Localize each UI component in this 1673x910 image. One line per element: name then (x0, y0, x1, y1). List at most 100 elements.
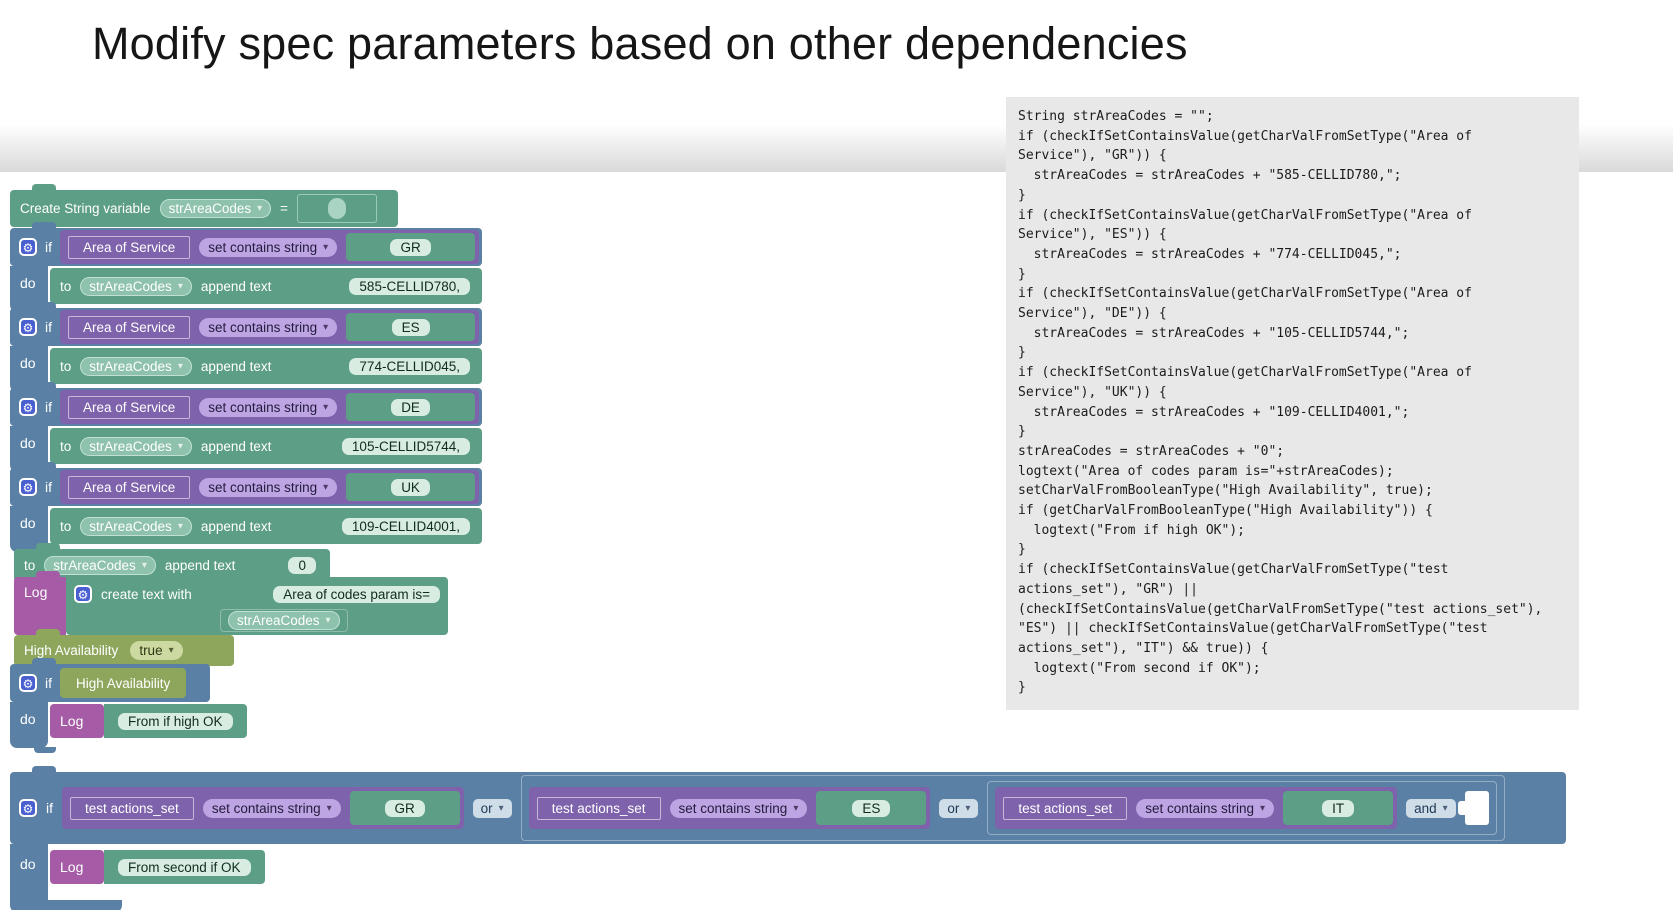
block-set-contains[interactable]: Area of Service set contains string GR (60, 230, 479, 264)
operator-dropdown[interactable]: set contains string (1136, 798, 1275, 818)
log-message-block[interactable]: From if high OK (104, 704, 247, 738)
value-field[interactable]: GR (384, 799, 425, 817)
gear-icon[interactable]: ⚙ (74, 585, 92, 603)
if-label: if (45, 675, 52, 691)
condition-block[interactable]: High Availability (60, 668, 187, 698)
value-shadow-block[interactable]: ES (816, 791, 927, 825)
block-append-text[interactable]: to strAreaCodes append text 105-CELLID57… (50, 428, 482, 464)
if-condition-row[interactable]: ⚙ if Area of Service set contains string… (10, 382, 482, 426)
block-append-text[interactable]: to strAreaCodes append text 109-CELLID40… (50, 508, 482, 544)
operator-dropdown[interactable]: set contains string (199, 397, 338, 417)
value-field[interactable]: GR (390, 238, 431, 256)
to-label: to (60, 518, 72, 534)
block-append-text[interactable]: to strAreaCodes append text 774-CELLID04… (50, 348, 482, 384)
do-label: do (20, 435, 36, 451)
gear-icon[interactable]: ⚙ (19, 318, 37, 336)
value-field[interactable]: ES (852, 799, 891, 817)
do-row: do to strAreaCodes append text 774-CELLI… (10, 346, 482, 397)
variable-dropdown[interactable]: strAreaCodes (159, 199, 272, 218)
create-text-label: create text with (101, 586, 192, 602)
variable-dropdown[interactable]: strAreaCodes (228, 610, 340, 630)
value-shadow-block[interactable]: ES (346, 313, 475, 341)
variable-arg-block[interactable]: strAreaCodes (220, 608, 348, 632)
operator-dropdown[interactable]: set contains string (669, 798, 808, 818)
gear-icon[interactable]: ⚙ (19, 238, 37, 256)
block-create-string-variable[interactable]: Create String variable strAreaCodes = (10, 184, 398, 227)
string-value-socket[interactable] (297, 194, 378, 223)
gear-icon[interactable]: ⚙ (19, 478, 37, 496)
variable-dropdown[interactable]: strAreaCodes (80, 356, 192, 376)
text-field[interactable]: 109-CELLID4001, (341, 517, 470, 535)
create-var-label: Create String variable (20, 201, 151, 216)
log-message-block[interactable]: From second if OK (104, 850, 265, 884)
variable-dropdown[interactable]: strAreaCodes (80, 516, 192, 536)
block-append-zero[interactable]: to strAreaCodes append text 0 (14, 543, 330, 582)
operator-dropdown[interactable]: set contains string (199, 477, 338, 497)
do-label: do (20, 275, 36, 291)
if-condition-row[interactable]: ⚙ if Area of Service set contains string… (10, 222, 482, 266)
text-field[interactable]: 105-CELLID5744, (341, 437, 470, 455)
set-name: test actions_set (536, 796, 661, 820)
operator-dropdown[interactable]: set contains string (199, 237, 338, 257)
value-shadow-block[interactable]: UK (346, 473, 475, 501)
if-label: if (45, 399, 52, 415)
if-condition-row[interactable]: ⚙ if High Availability (10, 658, 210, 702)
if-condition-row[interactable]: ⚙ if Area of Service set contains string… (10, 302, 482, 346)
text-field[interactable]: 774-CELLID045, (349, 357, 470, 375)
logic-operator-dropdown[interactable]: and (1406, 798, 1456, 818)
empty-input-socket[interactable] (1457, 791, 1489, 825)
block-if-area-de[interactable]: ⚙ if Area of Service set contains string… (10, 382, 482, 477)
text-field[interactable]: Area of codes param is= (273, 585, 440, 603)
if-condition-row[interactable]: ⚙ if Area of Service set contains string… (10, 462, 482, 506)
operator-dropdown[interactable]: set contains string (202, 798, 341, 818)
text-field[interactable]: 585-CELLID780, (349, 277, 470, 295)
variable-dropdown[interactable]: strAreaCodes (44, 556, 156, 575)
gear-icon[interactable]: ⚙ (19, 398, 37, 416)
log-block[interactable]: Log (50, 704, 104, 738)
value-shadow-block[interactable]: GR (346, 233, 475, 261)
block-set-contains[interactable]: test actions_set set contains string ES (528, 787, 931, 829)
log-block[interactable]: Log (14, 571, 66, 641)
block-top-connector (32, 462, 56, 470)
block-if-area-uk[interactable]: ⚙ if Area of Service set contains string… (10, 462, 482, 557)
value-field[interactable]: DE (391, 398, 430, 416)
text-field[interactable]: 0 (288, 557, 316, 574)
text-field[interactable]: From if high OK (118, 712, 233, 730)
value-field[interactable]: ES (391, 318, 430, 336)
block-if-high-availability[interactable]: ⚙ if High Availability do Log From if hi… (10, 658, 270, 753)
variable-dropdown[interactable]: strAreaCodes (80, 276, 192, 296)
operator-dropdown[interactable]: set contains string (199, 317, 338, 337)
do-label: do (20, 515, 36, 531)
block-log-create-text[interactable]: Log ⚙ create text with Area of codes par… (14, 571, 448, 641)
block-set-contains[interactable]: Area of Service set contains string DE (60, 390, 479, 424)
block-append-text[interactable]: to strAreaCodes append text 585-CELLID78… (50, 268, 482, 304)
gear-icon[interactable]: ⚙ (19, 674, 37, 692)
gear-icon[interactable]: ⚙ (19, 799, 37, 817)
text-field[interactable]: From second if OK (118, 858, 251, 876)
if-condition-row[interactable]: ⚙ if test actions_set set contains strin… (10, 766, 1566, 844)
value-field[interactable]: UK (391, 478, 430, 496)
condition-label: High Availability (76, 675, 171, 691)
log-block[interactable]: Log (50, 850, 104, 884)
nested-and-group: test actions_set set contains string IT … (987, 781, 1497, 835)
boolean-dropdown[interactable]: true (130, 641, 183, 660)
block-set-contains[interactable]: test actions_set set contains string IT (995, 787, 1398, 829)
logic-operator-dropdown[interactable]: or (939, 798, 979, 818)
value-field[interactable]: IT (1322, 799, 1355, 817)
value-shadow-block[interactable]: DE (346, 393, 475, 421)
create-text-block[interactable]: ⚙ create text with Area of codes param i… (66, 577, 448, 635)
block-if-test-actions[interactable]: ⚙ if test actions_set set contains strin… (10, 766, 1566, 910)
block-top-connector (36, 571, 60, 579)
block-set-contains[interactable]: test actions_set set contains string GR (62, 787, 464, 829)
logic-operator-dropdown[interactable]: or (472, 798, 512, 818)
value-shadow-block[interactable]: IT (1283, 791, 1394, 825)
value-shadow-block[interactable]: GR (349, 791, 460, 825)
log-label: Log (60, 713, 84, 729)
block-set-contains[interactable]: Area of Service set contains string UK (60, 470, 479, 504)
block-set-contains[interactable]: Area of Service set contains string ES (60, 310, 479, 344)
variable-dropdown[interactable]: strAreaCodes (80, 436, 192, 456)
log-label: Log (60, 859, 84, 875)
block-if-area-es[interactable]: ⚙ if Area of Service set contains string… (10, 302, 482, 397)
block-if-area-gr[interactable]: ⚙ if Area of Service set contains string… (10, 222, 482, 317)
page-title: Modify spec parameters based on other de… (92, 18, 1188, 69)
